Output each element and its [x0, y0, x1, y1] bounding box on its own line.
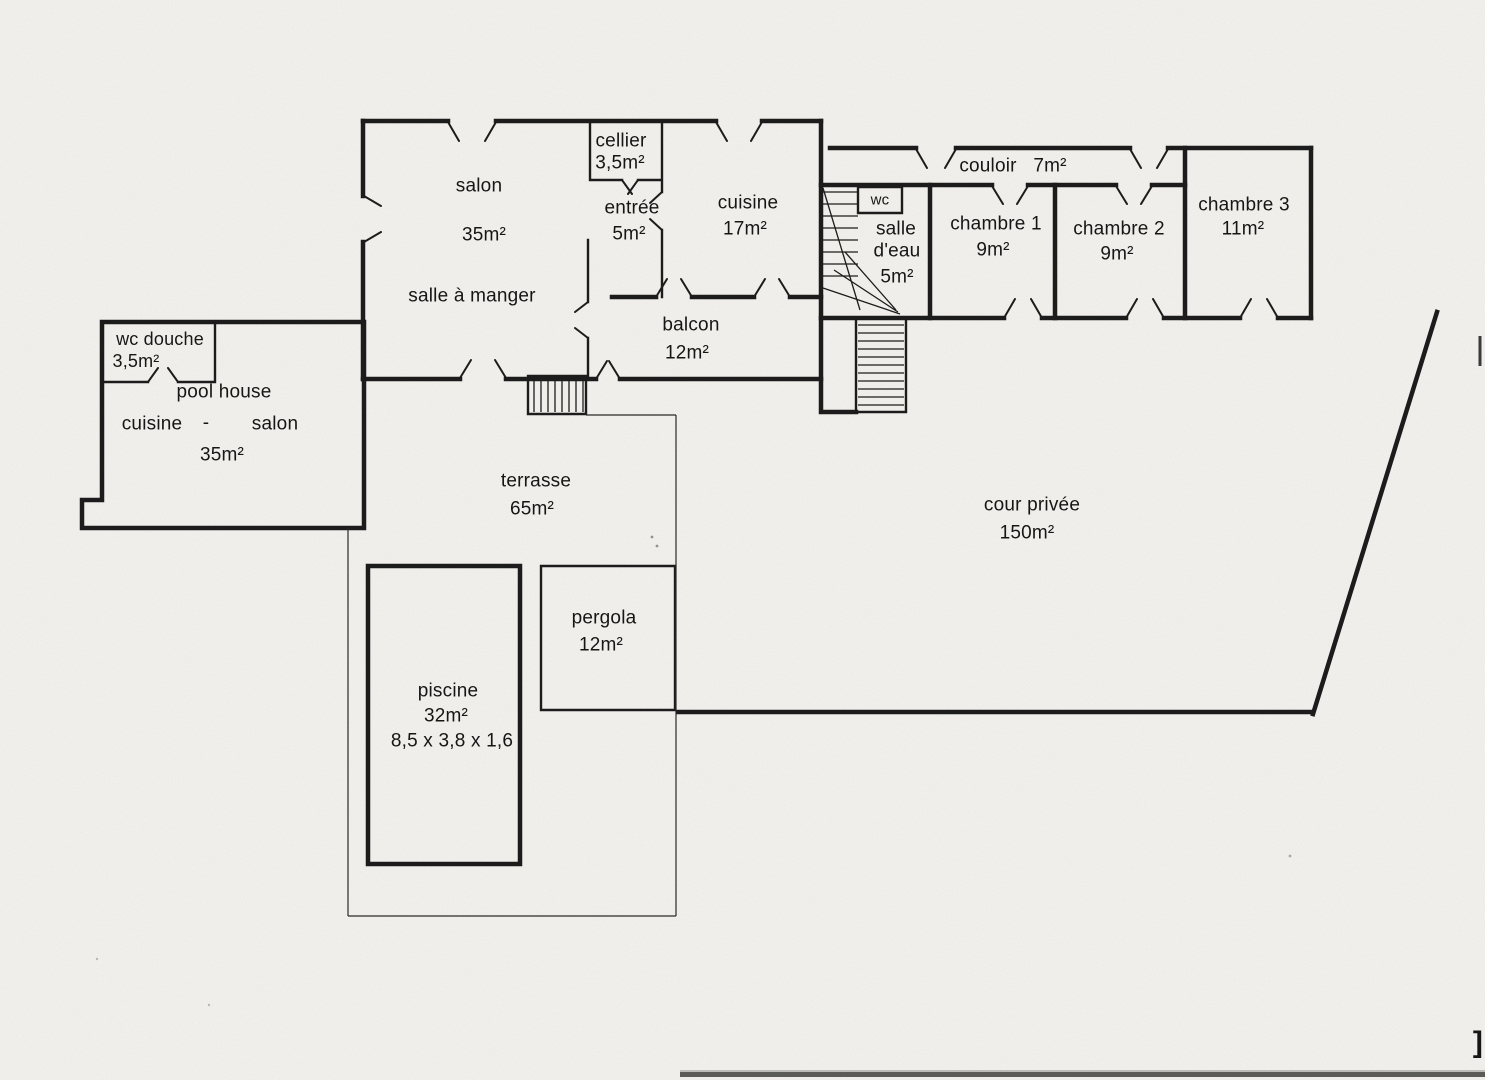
room-label-wc-douche-name: wc douche [116, 329, 204, 349]
room-label-cellier-name: cellier [595, 130, 647, 152]
room-label-pergola-name: pergola [571, 607, 637, 629]
stairs-hatching [533, 187, 904, 412]
interior-partitions [103, 119, 908, 712]
room-label-terrasse-name: terrasse [500, 470, 572, 492]
room-label-piscine-dims: 8,5 x 3,8 x 1,6 [390, 730, 514, 752]
room-label-chambre3-name: chambre 3 [1198, 194, 1290, 216]
thin-boundary-lines [347, 414, 677, 917]
room-label-chambre1-name: chambre 1 [950, 213, 1042, 235]
room-label-chambre2-area: 9m² [1100, 243, 1134, 265]
room-label-salon-area: 35m² [461, 224, 507, 246]
scan-artifacts [95, 336, 1485, 1077]
room-label-salle-deau-area: 5m² [880, 266, 914, 288]
room-label-cellier-area: 3,5m² [595, 152, 645, 174]
room-label-balcon-name: balcon [662, 314, 720, 336]
exterior-walls [79, 118, 1440, 867]
room-label-chambre1-area: 9m² [976, 239, 1010, 261]
room-label-chambre2-name: chambre 2 [1073, 218, 1165, 240]
room-label-pool-house-name: pool house [176, 381, 272, 403]
room-label-cour-privee-area: 150m² [999, 522, 1055, 544]
room-label-cour-privee-name: cour privée [983, 494, 1081, 516]
room-label-salle-deau-line1: salle [875, 218, 917, 240]
room-label-wc: wc [870, 191, 890, 209]
room-label-salle-deau-line2: d'eau [873, 240, 921, 262]
room-label-piscine-name: piscine [417, 680, 479, 702]
room-label-couloir-name: couloir [959, 155, 1017, 177]
room-label-cuisine-name: cuisine [717, 192, 779, 214]
room-label-salon-name: salon [455, 175, 503, 197]
scan-bracket-artifact: ] [1472, 1026, 1484, 1059]
room-label-entree-area: 5m² [612, 223, 646, 245]
room-label-terrasse-area: 65m² [509, 498, 555, 520]
room-label-pool-house-salon: salon [251, 413, 299, 435]
room-label-pool-house-dash: - [202, 412, 210, 434]
room-label-balcon-area: 12m² [664, 342, 710, 364]
room-label-entree-name: entrée [604, 197, 660, 219]
room-label-wc-douche-area: 3,5m² [112, 351, 160, 371]
room-label-pool-house-cuisine: cuisine [121, 413, 183, 435]
room-label-pool-house-area: 35m² [199, 444, 245, 466]
door-opening-marks [147, 121, 1279, 383]
room-label-couloir-area: 7m² [1033, 155, 1067, 177]
room-label-salle-a-manger: salle à manger [408, 285, 536, 307]
room-label-cuisine-area: 17m² [722, 218, 768, 240]
room-label-piscine-area: 32m² [423, 705, 469, 727]
room-label-chambre3-area: 11m² [1221, 218, 1265, 240]
room-label-pergola-area: 12m² [578, 634, 624, 656]
